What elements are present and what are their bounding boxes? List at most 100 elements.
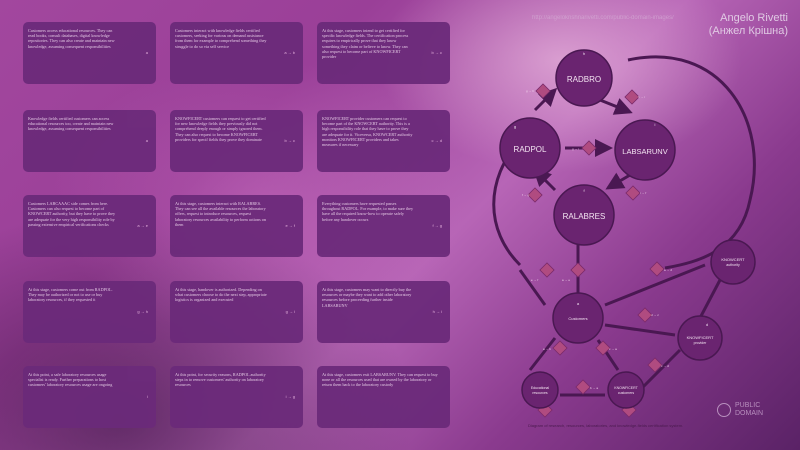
card-2: Customers interact with knowledge fields… bbox=[170, 22, 303, 84]
card-6: KNOWFICERT provider customers can reques… bbox=[317, 110, 450, 172]
diamond-d-c bbox=[637, 307, 653, 323]
card-6-text: KNOWFICERT provider customers can reques… bbox=[322, 116, 413, 148]
card-11-step: g → i bbox=[285, 309, 295, 314]
node-ralabres bbox=[553, 184, 615, 246]
card-8-text: At this stage, customers interact with R… bbox=[175, 201, 266, 227]
edge-label-1: h → i bbox=[638, 95, 645, 99]
author-name: Angelo Rivetti bbox=[720, 12, 788, 24]
node-labsarunv-label: LABSARUNV bbox=[622, 147, 667, 156]
node-knowficert-label: KNOWFICERT bbox=[687, 335, 714, 340]
edge-label-11: b → a bbox=[590, 386, 598, 390]
node-knowcert-label: KNOWCERT bbox=[721, 257, 745, 262]
node-radbro-letter: h bbox=[583, 51, 585, 56]
card-3-step: b → c bbox=[431, 50, 442, 55]
card-8: At this stage, customers interact with R… bbox=[170, 195, 303, 257]
card-10-step: g → h bbox=[137, 309, 148, 314]
public-domain-line1: PUBLIC bbox=[735, 402, 761, 409]
diamond-g-i bbox=[581, 140, 597, 156]
diamond-c-d bbox=[647, 357, 663, 373]
card-5: KNOWFICERT customers can request to get … bbox=[170, 110, 303, 172]
card-12-step: h → i bbox=[432, 309, 442, 314]
card-13-step: i bbox=[147, 394, 148, 399]
diamond-a-d bbox=[649, 261, 665, 277]
edge-customers-knowficert bbox=[604, 323, 676, 337]
node-ralabres-label: RALABRES bbox=[563, 212, 606, 221]
card-1-step: a bbox=[145, 50, 148, 55]
card-9-text: Everything customers have requested pass… bbox=[322, 201, 414, 222]
node-educational bbox=[521, 371, 559, 409]
card-6-step: c → d bbox=[431, 138, 442, 143]
card-7-text: Customers LABCAAAC side comes from here.… bbox=[28, 201, 116, 227]
card-4: Knowledge fields certified customers can… bbox=[23, 110, 156, 172]
node-radbro bbox=[555, 49, 613, 107]
card-14: At this point, for security reasons, RAD… bbox=[170, 366, 303, 428]
diamond-h-i bbox=[624, 89, 640, 105]
edge-label-6: e → f bbox=[531, 278, 538, 282]
card-2-step: a → b bbox=[284, 50, 295, 55]
diamond-c-a bbox=[595, 340, 611, 356]
card-3-text: At this stage, customers intend to get c… bbox=[322, 28, 409, 60]
node-kfcust-label: KNOWFICERT bbox=[614, 386, 638, 390]
card-10-text: At this stage, customers come out from R… bbox=[28, 287, 113, 303]
card-7: Customers LABCAAAC side comes from here.… bbox=[23, 195, 156, 257]
card-7-step: a → e bbox=[137, 223, 148, 228]
node-customers-label: Customers bbox=[568, 316, 587, 321]
card-5-step: b → c bbox=[284, 138, 295, 143]
card-12: At this stage, customers may want to dir… bbox=[317, 281, 450, 343]
node-customers bbox=[552, 292, 604, 344]
public-domain-icon bbox=[717, 403, 731, 417]
edge-customers-knowcert bbox=[604, 263, 706, 307]
node-educational-sub: resources bbox=[532, 391, 548, 395]
node-kfcust-sub: customers bbox=[618, 391, 634, 395]
card-9-step: f → g bbox=[432, 223, 442, 228]
card-11: At this stage, handover is authorized. D… bbox=[170, 281, 303, 343]
card-5-text: KNOWFICERT customers can request to get … bbox=[175, 116, 266, 142]
card-9: Everything customers have requested pass… bbox=[317, 195, 450, 257]
card-2-text: Customers interact with knowledge fields… bbox=[175, 28, 267, 49]
diamond-g-h bbox=[535, 83, 551, 99]
card-3: At this stage, customers intend to get c… bbox=[317, 22, 450, 84]
node-educational-label: Educational bbox=[531, 386, 550, 390]
node-radbro-label: RADBRO bbox=[567, 75, 601, 84]
edge-label-0: g → h bbox=[526, 89, 534, 93]
edge-label-10: a → b bbox=[543, 347, 551, 351]
footer-caption: Diagram of research, resources, laborato… bbox=[528, 423, 684, 428]
node-labsarunv-letter: i bbox=[655, 122, 656, 127]
card-15: At this stage, customers exit LABSARUNV.… bbox=[317, 366, 450, 428]
card-12-text: At this stage, customers may want to dir… bbox=[322, 287, 412, 308]
card-14-step: i → g bbox=[285, 394, 295, 399]
card-14-text: At this point, for security reasons, RAD… bbox=[175, 372, 266, 388]
edge-outer-loop bbox=[627, 55, 756, 270]
edge-label-12: c → d bbox=[661, 364, 669, 368]
node-knowficert bbox=[677, 315, 723, 361]
card-4-text: Knowledge fields certified customers can… bbox=[28, 116, 114, 132]
node-knowficert-sub: provider bbox=[694, 341, 707, 345]
author-signature: Angelo Rivetti (Анжел Крішна) bbox=[709, 12, 788, 38]
node-radpol bbox=[499, 117, 561, 179]
edge-radbro-labsarunv bbox=[599, 98, 633, 115]
node-radpol-letter: g bbox=[514, 124, 516, 129]
node-knowficert-customers bbox=[607, 371, 645, 409]
diamond-f-g bbox=[527, 187, 543, 203]
edge-customers-edu bbox=[528, 337, 557, 371]
card-8-step: e → f bbox=[285, 223, 295, 228]
source-url[interactable]: http://angelokrishnarivetti.com/public-d… bbox=[532, 15, 674, 21]
card-15-text: At this stage, customers exit LABSARUNV.… bbox=[322, 372, 438, 388]
node-knowcert bbox=[710, 239, 756, 285]
edge-label-2: g → i bbox=[572, 147, 579, 151]
edge-label-8: d → c bbox=[651, 313, 659, 317]
card-4-step: a bbox=[145, 138, 148, 143]
edge-label-4: f → g bbox=[522, 193, 530, 197]
diamond-a-b bbox=[552, 340, 568, 356]
card-11-text: At this stage, handover is authorized. D… bbox=[175, 287, 267, 303]
card-13: At this point, a safe laboratory resourc… bbox=[23, 366, 156, 428]
node-knowcert-sub: authority bbox=[726, 263, 740, 267]
diamond-i-f bbox=[625, 185, 641, 201]
node-ralabres-letter: f bbox=[583, 188, 585, 193]
edge-label-9: c → a bbox=[609, 347, 617, 351]
diamond-b-a bbox=[575, 379, 591, 395]
card-1-text: Customers access educational resources. … bbox=[28, 28, 115, 49]
diamond-e-f bbox=[539, 262, 555, 278]
edge-labsarunv-ralabres bbox=[605, 172, 631, 190]
